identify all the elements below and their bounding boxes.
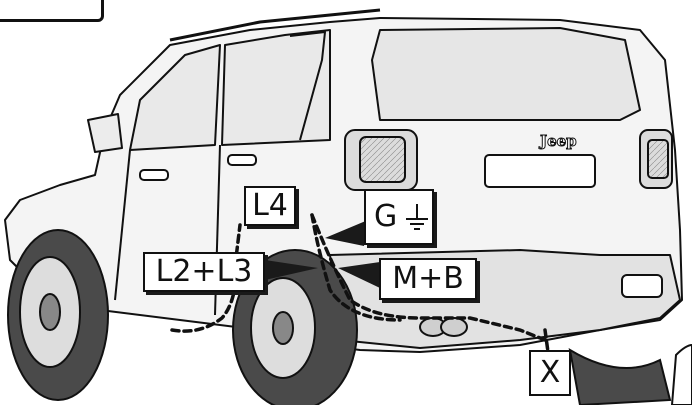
pointer-g — [325, 220, 368, 246]
pointer-mb — [338, 262, 380, 288]
label-l2l3: L2+L3 — [143, 252, 265, 292]
label-g-text: G — [374, 199, 398, 234]
corner-frame — [0, 0, 104, 22]
brand-badge: Jeep — [538, 132, 577, 150]
front-wheel — [7, 229, 109, 401]
label-x-text: X — [539, 355, 561, 390]
ground-symbol-icon — [406, 204, 429, 230]
spare-wheel — [568, 348, 672, 405]
label-x: X — [529, 350, 571, 396]
label-mb-text: M+B — [392, 261, 464, 296]
label-g: G — [364, 189, 434, 245]
label-mb: M+B — [379, 258, 477, 300]
pointer-l2l3 — [265, 260, 318, 280]
wiring-harness — [170, 213, 550, 354]
label-l2l3-text: L2+L3 — [155, 254, 253, 289]
label-l4: L4 — [244, 186, 296, 226]
label-l4-text: L4 — [252, 188, 288, 223]
adjacent-object-edge — [670, 343, 692, 405]
